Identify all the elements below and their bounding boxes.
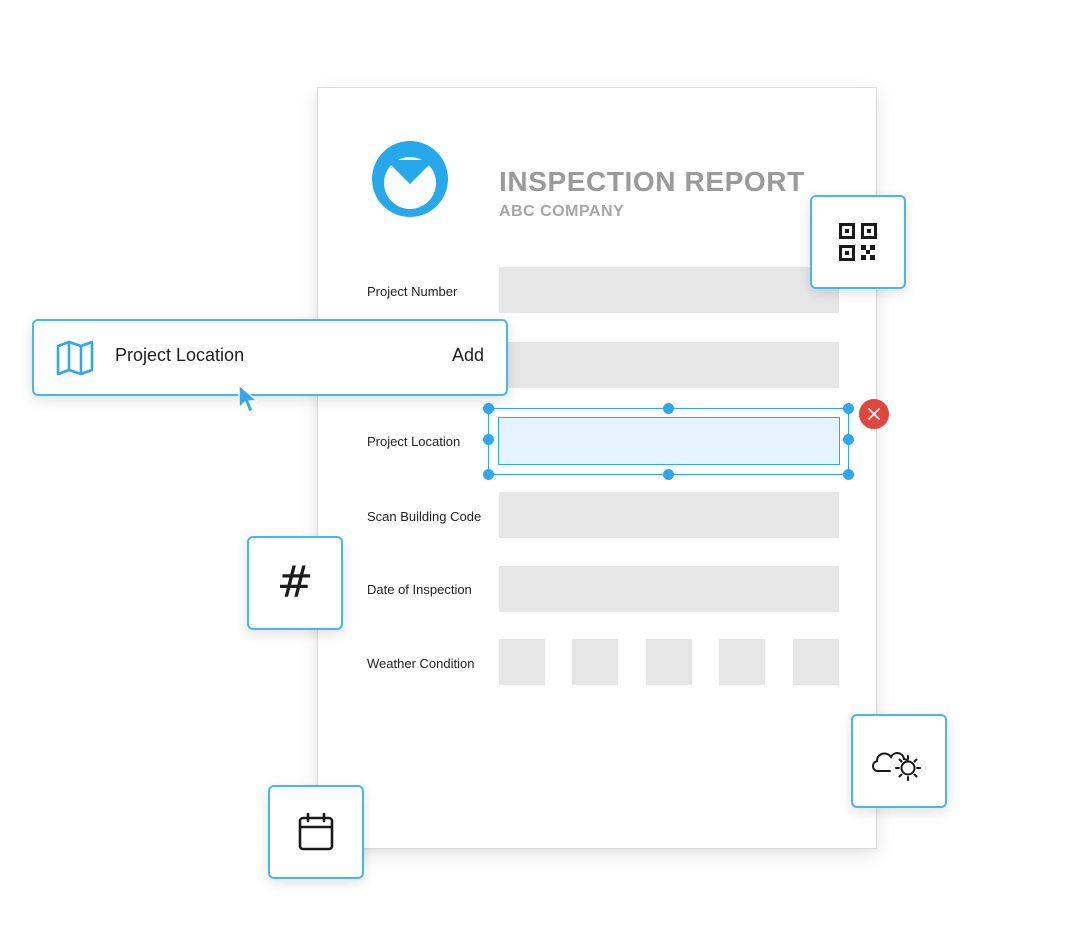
qr-code-tool-card[interactable] — [810, 195, 906, 289]
weather-tool-card[interactable] — [851, 714, 947, 808]
field-label-weather-condition: Weather Condition — [367, 656, 475, 671]
hash-icon: # — [276, 557, 314, 608]
close-icon — [868, 408, 880, 420]
date-of-inspection-field[interactable] — [499, 566, 839, 612]
weather-option-box[interactable] — [499, 639, 545, 685]
project-location-field[interactable] — [498, 417, 840, 465]
map-icon — [56, 340, 94, 376]
weather-option-box[interactable] — [646, 639, 692, 685]
resize-handle-bottom-right[interactable] — [843, 469, 854, 480]
resize-handle-bottom-left[interactable] — [483, 469, 494, 480]
weather-option-box[interactable] — [719, 639, 765, 685]
mouse-pointer-icon — [238, 384, 258, 413]
project-number-field[interactable] — [499, 267, 839, 313]
field-label-date-of-inspection: Date of Inspection — [367, 582, 472, 597]
weather-option-box[interactable] — [572, 639, 618, 685]
resize-handle-right[interactable] — [843, 434, 854, 445]
number-tool-card[interactable]: # — [247, 536, 343, 630]
company-logo-icon — [372, 141, 448, 217]
qr-code-icon — [839, 223, 877, 261]
delete-field-button[interactable] — [859, 399, 889, 429]
add-button[interactable]: Add — [451, 345, 484, 365]
date-tool-card[interactable] — [268, 785, 364, 879]
report-title: INSPECTION REPORT — [499, 166, 805, 197]
location-card-label: Project Location — [115, 345, 245, 365]
calendar-icon — [298, 813, 334, 851]
unlabeled-field[interactable] — [499, 342, 839, 388]
company-name: ABC COMPANY — [499, 203, 625, 220]
field-label-scan-building-code: Scan Building Code — [367, 509, 482, 524]
weather-icon — [872, 752, 921, 781]
weather-option-box[interactable] — [793, 639, 839, 685]
field-label-project-number: Project Number — [367, 284, 458, 299]
resize-handle-left[interactable] — [483, 434, 494, 445]
resize-handle-bottom[interactable] — [663, 469, 674, 480]
scan-building-code-field[interactable] — [499, 492, 839, 538]
project-location-drag-card[interactable]: Project Location Add — [32, 319, 508, 396]
resize-handle-top-right[interactable] — [843, 403, 854, 414]
field-label-project-location: Project Location — [367, 434, 461, 449]
resize-handle-top[interactable] — [663, 403, 674, 414]
resize-handle-top-left[interactable] — [483, 403, 494, 414]
